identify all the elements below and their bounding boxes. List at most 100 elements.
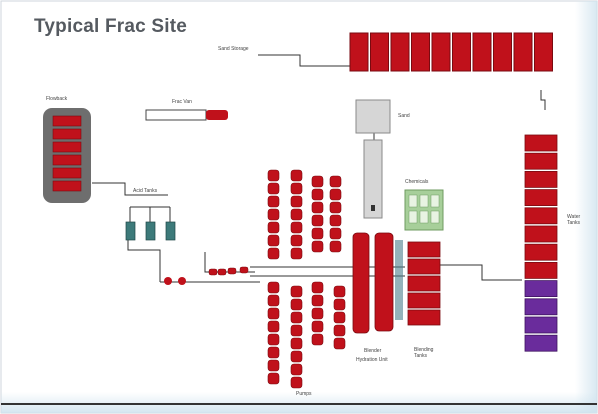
- pump-truck-segment: [333, 337, 346, 350]
- blending-tank: [407, 258, 441, 275]
- pump-truck-segment: [311, 240, 324, 253]
- pump-truck-segment: [267, 333, 280, 346]
- storage-tank-purple: [524, 298, 558, 316]
- pump-truck-segment: [329, 201, 342, 214]
- pump-truck-segment: [267, 195, 280, 208]
- label-hydration-unit: Hydration Unit: [356, 357, 388, 363]
- water-tank: [524, 225, 558, 243]
- sand-storage-unit: [370, 32, 389, 72]
- pump-truck-segment: [290, 208, 303, 221]
- water-tank: [524, 261, 558, 279]
- pump-truck-segment: [267, 307, 280, 320]
- flowback-cell: [52, 167, 82, 179]
- pump-truck-segment: [267, 372, 280, 385]
- pump-truck-segment: [311, 307, 324, 320]
- pump-truck-segment: [333, 285, 346, 298]
- chemical-tote: [419, 194, 429, 208]
- sand-box: [355, 99, 391, 134]
- pump-truck-segment: [290, 221, 303, 234]
- pump-truck-segment: [311, 333, 324, 346]
- pump-truck-segment: [329, 214, 342, 227]
- pump-truck-segment: [267, 234, 280, 247]
- line-flowback: [92, 182, 168, 196]
- pump-truck-segment: [290, 195, 303, 208]
- blue-wash-right: [575, 1, 597, 413]
- pump-truck-segment: [290, 285, 303, 298]
- label-sand: Sand: [398, 113, 410, 119]
- water-tank: [524, 170, 558, 188]
- pump-truck-segment: [290, 234, 303, 247]
- pump-truck-segment: [290, 363, 303, 376]
- pump-truck-segment: [267, 359, 280, 372]
- header-fitting: [208, 268, 218, 276]
- blending-tank: [407, 275, 441, 292]
- blending-tank: [407, 292, 441, 309]
- water-tank: [524, 189, 558, 207]
- flowback-cell: [52, 141, 82, 153]
- pump-truck-segment: [290, 350, 303, 363]
- pump-truck-segment: [311, 214, 324, 227]
- water-tank: [524, 134, 558, 152]
- chemical-tote: [419, 210, 429, 224]
- sand-storage-unit: [390, 32, 410, 72]
- label-pumps: Pumps: [296, 391, 312, 397]
- sand-storage-unit: [452, 32, 471, 72]
- pump-truck-segment: [311, 188, 324, 201]
- acid-manifold-box: [165, 221, 176, 241]
- label-blending-tanks: Blending Tanks: [414, 347, 434, 359]
- pump-truck-segment: [311, 175, 324, 188]
- pump-truck-segment: [267, 346, 280, 359]
- pump-truck-segment: [267, 281, 280, 294]
- pump-truck-segment: [290, 182, 303, 195]
- pump-truck-segment: [329, 227, 342, 240]
- chemical-tote: [430, 194, 440, 208]
- pump-truck-segment: [267, 320, 280, 333]
- pump-truck-segment: [333, 311, 346, 324]
- chemical-tote: [430, 210, 440, 224]
- flowback-cell: [52, 154, 82, 166]
- acid-manifold-box: [125, 221, 136, 241]
- storage-tank-purple: [524, 316, 558, 334]
- pump-truck-segment: [333, 298, 346, 311]
- hydration-unit: [352, 232, 370, 334]
- sand-storage-unit: [493, 32, 512, 72]
- missile-unit: [363, 139, 383, 219]
- sand-storage-unit: [534, 32, 553, 72]
- label-blender: Blender: [364, 348, 382, 354]
- pump-truck-segment: [290, 298, 303, 311]
- frac-van-trailer: [145, 109, 207, 121]
- pump-truck-segment: [329, 175, 342, 188]
- pump-truck-segment: [267, 221, 280, 234]
- pump-truck-segment: [329, 240, 342, 253]
- flowback-cell: [52, 128, 82, 140]
- flowback-cell: [52, 180, 82, 192]
- pump-truck-segment: [267, 208, 280, 221]
- pump-truck-segment: [311, 294, 324, 307]
- chemical-tote: [408, 194, 418, 208]
- label-frac-van: Frac Van: [172, 99, 192, 105]
- pump-truck-segment: [333, 324, 346, 337]
- pump-truck-segment: [311, 201, 324, 214]
- pump-truck-segment: [311, 227, 324, 240]
- blender-unit: [374, 232, 394, 332]
- page-title: Typical Frac Site: [34, 16, 187, 37]
- pump-truck-segment: [267, 247, 280, 260]
- blue-wash-bottom: [1, 392, 597, 413]
- header-fitting: [217, 268, 227, 276]
- sand-storage-unit: [411, 32, 430, 72]
- pump-truck-segment: [311, 320, 324, 333]
- water-tank: [524, 207, 558, 225]
- line-manifold-down: [127, 240, 161, 282]
- pump-truck-segment: [290, 247, 303, 260]
- pump-truck-segment: [290, 324, 303, 337]
- flowback-cell: [52, 115, 82, 127]
- line-to-tanks: [540, 90, 546, 110]
- header-fitting: [239, 266, 249, 274]
- label-water-tanks: Water Tanks: [567, 214, 581, 226]
- sand-storage-unit: [513, 32, 533, 72]
- sand-storage-unit: [472, 32, 492, 72]
- label-acid-tanks: Acid Tanks: [133, 188, 158, 194]
- missile-nozzle: [371, 205, 375, 211]
